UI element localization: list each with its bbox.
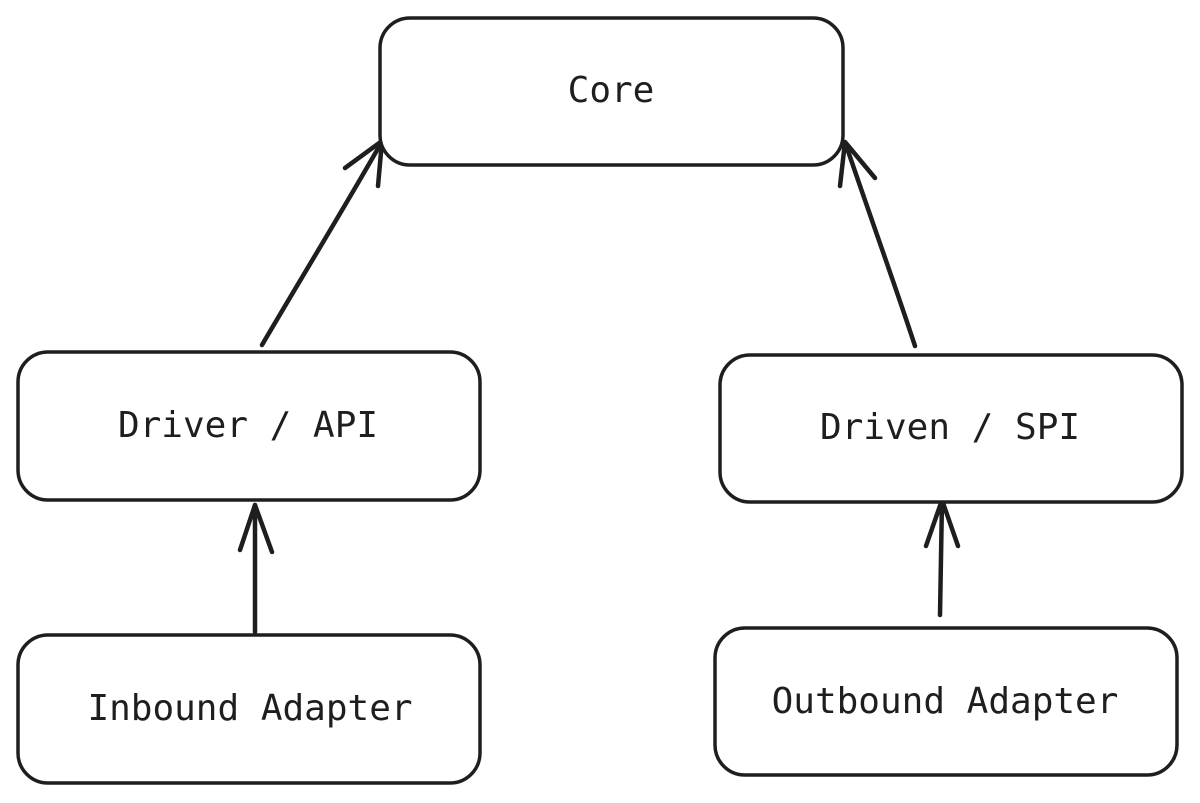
edge-driven-spi-to-core [837,139,918,349]
node-driver-api-label: Driver / API [118,405,378,446]
node-inbound-adapter-label: Inbound Adapter [87,688,412,729]
edge-outbound-adapter-to-driven-spi [923,497,961,618]
node-outbound-adapter-label: Outbound Adapter [772,681,1119,722]
edge-driver-api-to-core [259,138,385,348]
node-driver-api[interactable]: Driver / API [16,350,482,502]
node-inbound-adapter[interactable]: Inbound Adapter [16,633,482,785]
node-core[interactable]: Core [378,16,845,167]
edge-inbound-adapter-to-driver-api [237,502,275,635]
node-driven-spi[interactable]: Driven / SPI [718,353,1184,504]
node-outbound-adapter[interactable]: Outbound Adapter [713,626,1179,777]
node-driven-spi-label: Driven / SPI [820,407,1080,448]
node-core-label: Core [568,70,655,111]
